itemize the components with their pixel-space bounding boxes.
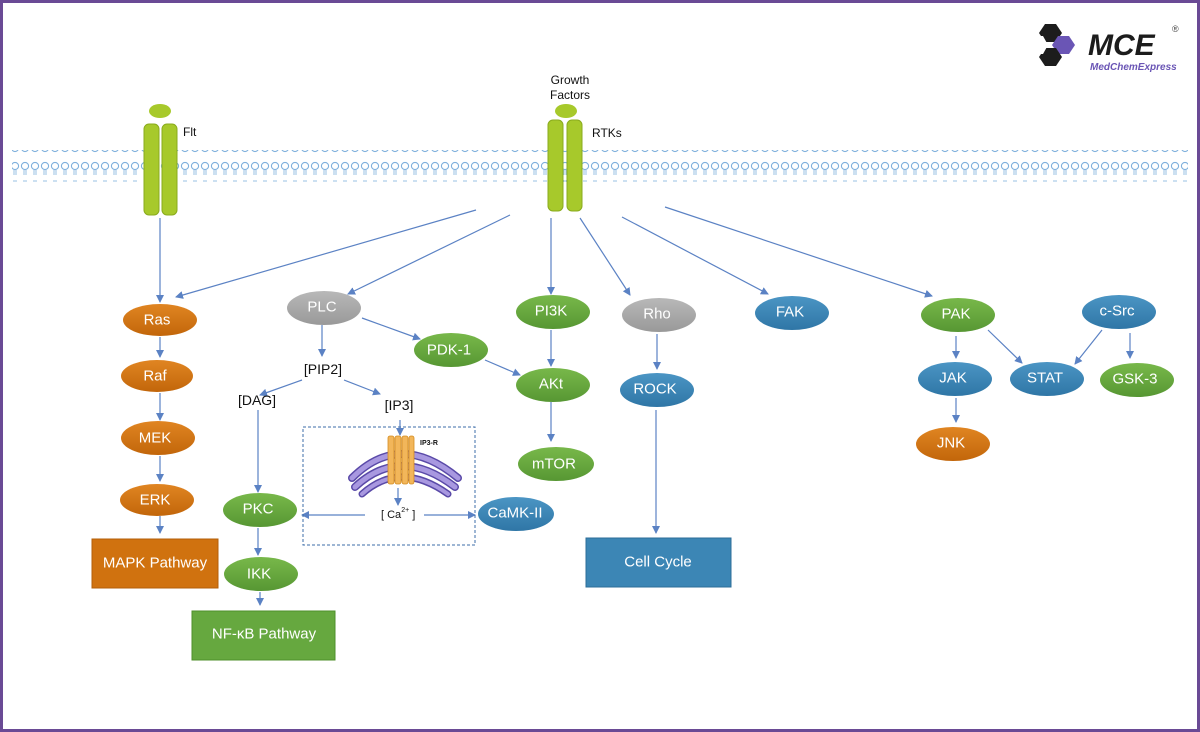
node-csrc: c-Src — [1082, 295, 1156, 329]
mapk-pathway-label: MAPK Pathway — [103, 555, 208, 572]
ip3-receptor-icon — [387, 435, 415, 485]
node-raf-label: Raf — [143, 368, 167, 385]
node-plc: PLC — [287, 291, 361, 325]
node-fak: FAK — [755, 296, 829, 330]
node-stat-label: STAT — [1027, 370, 1063, 387]
node-fak-label: FAK — [776, 304, 804, 321]
node-plc-label: PLC — [307, 299, 336, 316]
node-erk-label: ERK — [140, 492, 171, 509]
node-pkc: PKC — [223, 493, 297, 527]
node-mtor: mTOR — [518, 447, 594, 481]
growth-factors-label-line2: Factors — [550, 88, 590, 102]
growth-factors-label-line1: Growth — [551, 73, 590, 87]
node-pkc-label: PKC — [243, 501, 274, 518]
node-mtor-label: mTOR — [532, 456, 576, 473]
growth-factor-ligand — [555, 104, 577, 118]
calcium-label: [ Ca2+ ] — [381, 507, 415, 522]
er-compartment-box — [302, 426, 476, 546]
node-rho-label: Rho — [643, 306, 671, 323]
ip3-label: [IP3] — [385, 397, 414, 413]
logo-subtitle: MedChemExpress — [1090, 62, 1177, 73]
flt-ligand — [149, 104, 171, 118]
node-raf: Raf — [121, 360, 193, 392]
node-ras: Ras — [123, 304, 197, 336]
mapk-pathway-box: MAPK Pathway — [91, 538, 219, 589]
node-ikk-label: IKK — [247, 566, 271, 583]
cell-cycle-label: Cell Cycle — [624, 554, 692, 571]
node-rock-label: ROCK — [633, 381, 676, 398]
node-pdk1-label: PDK-1 — [427, 342, 471, 359]
node-jak-label: JAK — [939, 370, 967, 387]
node-csrc-label: c-Src — [1100, 303, 1135, 320]
logo-brand: MCE — [1088, 29, 1156, 62]
node-akt-label: AKt — [539, 376, 564, 393]
node-ras-label: Ras — [144, 312, 171, 329]
node-mek-label: MEK — [139, 430, 172, 447]
node-pak: PAK — [921, 298, 995, 332]
node-pak-label: PAK — [942, 306, 971, 323]
node-camk2-label: CaMK-II — [487, 505, 542, 522]
node-akt: AKt — [516, 368, 590, 402]
ip3r-label: IP3-R — [420, 440, 438, 447]
hexagon-logo-icon — [1029, 24, 1075, 66]
node-stat: STAT — [1010, 362, 1084, 396]
rtks-label: RTKs — [592, 126, 622, 140]
flt-receptor: Flt — [143, 104, 197, 216]
node-rock: ROCK — [620, 373, 694, 407]
node-pi3k-label: PI3K — [535, 303, 568, 320]
cell-membrane — [12, 150, 1188, 182]
pip2-label: [PIP2] — [304, 361, 342, 377]
dag-label: [DAG] — [238, 392, 276, 408]
nfkb-pathway-box: NF-κB Pathway — [191, 610, 336, 661]
node-gsk3-label: GSK-3 — [1112, 371, 1157, 388]
node-jnk: JNK — [916, 427, 990, 461]
logo-registered: ® — [1172, 24, 1179, 34]
node-jak: JAK — [918, 362, 992, 396]
node-pi3k: PI3K — [516, 295, 590, 329]
pathway-arrows — [156, 206, 1134, 606]
node-erk: ERK — [120, 484, 194, 516]
node-gsk3: GSK-3 — [1100, 363, 1174, 397]
node-mek: MEK — [121, 421, 195, 455]
mce-logo: MCE ® MedChemExpress — [1029, 24, 1179, 73]
flt-label: Flt — [183, 125, 197, 139]
nfkb-pathway-label: NF-κB Pathway — [212, 626, 317, 643]
node-ikk: IKK — [224, 557, 298, 591]
node-rho: Rho — [622, 298, 696, 332]
rtk-receptor: Growth Factors RTKs — [547, 73, 622, 212]
node-pdk1: PDK-1 — [414, 333, 488, 367]
node-camk2: CaMK-II — [478, 497, 554, 531]
cell-cycle-box: Cell Cycle — [585, 537, 732, 588]
node-jnk-label: JNK — [937, 435, 965, 452]
